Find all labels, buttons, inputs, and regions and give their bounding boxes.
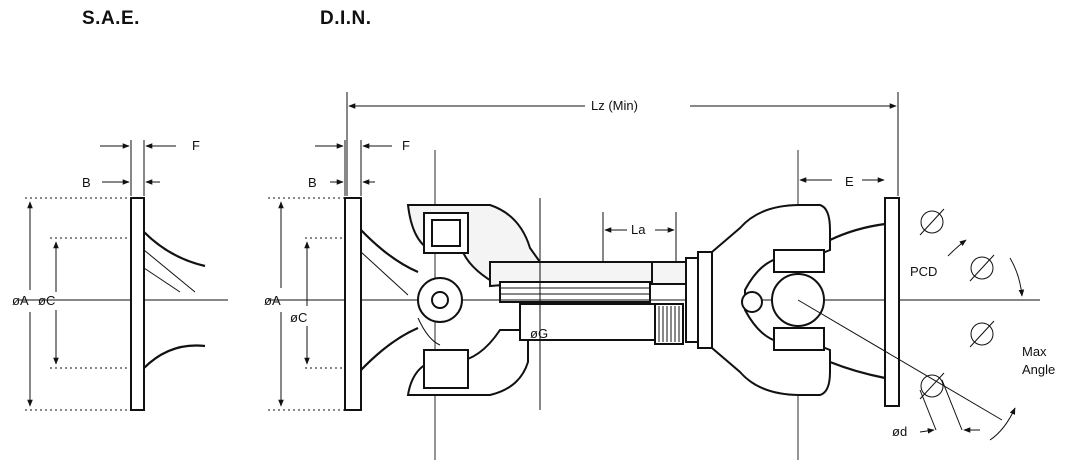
lz-label: Lz (Min) xyxy=(591,98,638,113)
din-b-label: B xyxy=(308,175,317,190)
d-label: ød xyxy=(892,424,907,439)
pcd-label: PCD xyxy=(910,264,937,279)
din-shaft-drawing: Lz (Min) F B E La øA øC øG PCD Max Angle… xyxy=(264,92,1055,460)
din-c-label: øC xyxy=(290,310,307,325)
max-angle-label-2: Angle xyxy=(1022,362,1055,377)
din-a-label: øA xyxy=(264,293,281,308)
sae-flange-drawing: F B øA øC xyxy=(12,138,228,411)
din-e-label: E xyxy=(845,174,854,189)
din-f-label: F xyxy=(402,138,410,153)
sae-c-label: øC xyxy=(38,293,55,308)
din-heading: D.I.N. xyxy=(320,8,372,29)
g-label: øG xyxy=(530,326,548,341)
la-label: La xyxy=(631,222,646,237)
sae-b-label: B xyxy=(82,175,91,190)
sae-a-label: øA xyxy=(12,293,29,308)
bolt-holes xyxy=(919,208,995,400)
sae-f-label: F xyxy=(192,138,200,153)
max-angle-label-1: Max xyxy=(1022,344,1047,359)
sae-heading: S.A.E. xyxy=(82,8,140,29)
